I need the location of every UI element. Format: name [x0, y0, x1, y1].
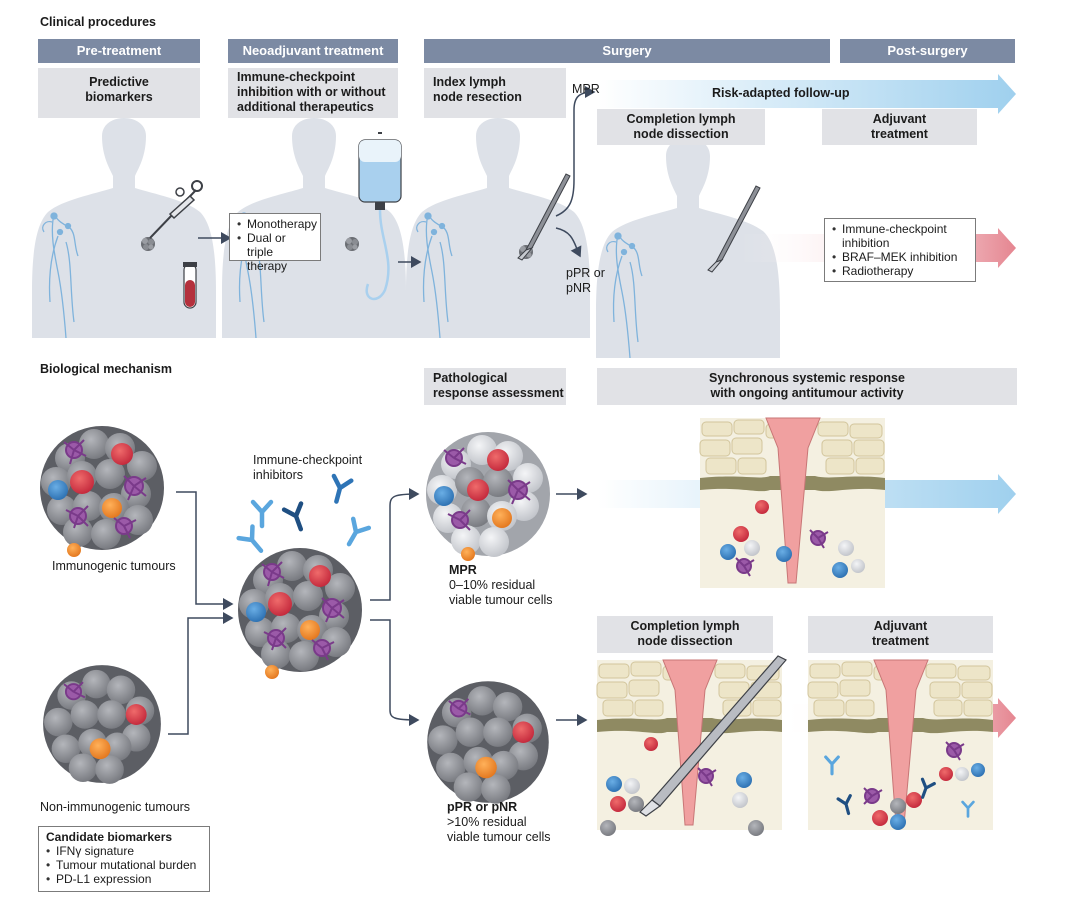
candidate-biomarkers-box: Candidate biomarkers IFNγ signature Tumo… — [38, 826, 210, 892]
blood-tube-icon — [183, 262, 197, 309]
patho-line-1: Pathological — [433, 371, 508, 385]
biomarker-ifng: IFNγ signature — [46, 844, 202, 858]
adjuvant-option-ici: Immune-checkpoint — [832, 222, 968, 236]
label-predictive-biomarkers: Predictive biomarkers — [38, 68, 200, 118]
therapy-option-mono: Monotherapy — [237, 217, 317, 231]
ppr-result-line-1: >10% residual — [447, 815, 527, 829]
immune-cells-adjuvant — [824, 741, 985, 830]
label-mpr-top: MPR — [572, 82, 600, 96]
therapy-option-dual-cont: therapy — [247, 259, 288, 273]
ici-inhibitors-line-2: inhibitors — [253, 468, 304, 482]
completion-top-line-2: node dissection — [633, 127, 729, 141]
label-ppr-top: pPR or pNR — [566, 266, 605, 296]
index-line-2: node resection — [433, 90, 522, 104]
label-ici-inhibitors: Immune-checkpoint inhibitors — [253, 453, 362, 483]
candidate-biomarkers-title: Candidate biomarkers — [46, 830, 173, 844]
sync-line-1: Synchronous systemic response — [709, 371, 905, 385]
label-adjuvant-top: Adjuvant treatment — [822, 109, 977, 145]
completion-bottom-line-1: Completion lymph — [630, 619, 740, 633]
syringe-icon — [149, 180, 203, 239]
mpr-result-line-1: 0–10% residual — [449, 578, 536, 592]
completion-top-line-1: Completion lymph — [626, 112, 736, 126]
label-synchronous-response: Synchronous systemic response with ongoi… — [597, 368, 1017, 405]
ppr-result-title: pPR or pNR — [447, 800, 518, 814]
clinical-section-title: Clinical procedures — [40, 15, 157, 29]
index-line-1: Index lymph — [433, 75, 506, 89]
adjuvant-options-box: Immune-checkpoint inhibition BRAF–MEK in… — [824, 218, 976, 282]
predictive-line-2: biomarkers — [85, 90, 153, 104]
adjuvant-option-ici-cont: inhibition — [842, 236, 890, 250]
label-completion-bottom: Completion lymph node dissection — [597, 616, 773, 653]
ici-line-2: inhibition with or without — [237, 85, 386, 99]
phase-post-surgery: Post-surgery — [840, 39, 1015, 63]
ppr-top-line-1: pPR or — [566, 266, 605, 280]
immune-cells-completion — [600, 737, 764, 836]
label-immune-checkpoint: Immune-checkpoint inhibition with or wit… — [228, 68, 398, 118]
label-non-immunogenic: Non-immunogenic tumours — [40, 800, 191, 814]
patho-line-2: response assessment — [433, 386, 564, 400]
immune-cells-sync — [720, 500, 865, 578]
predictive-line-1: Predictive — [89, 75, 149, 89]
mpr-result-title: MPR — [449, 563, 477, 577]
adjuvant-option-radio: Radiotherapy — [832, 264, 968, 278]
iv-bag-icon — [358, 132, 402, 301]
bio-section-title: Biological mechanism — [40, 362, 172, 376]
label-immunogenic: Immunogenic tumours — [52, 559, 176, 573]
label-adjuvant-bottom: Adjuvant treatment — [808, 616, 993, 653]
therapy-option-dual: Dual or triple — [237, 231, 313, 259]
completion-bottom-line-2: node dissection — [637, 634, 733, 648]
label-pathological-response: Pathological response assessment — [424, 368, 566, 405]
biomarker-pdl1: PD-L1 expression — [46, 872, 202, 886]
label-mpr-result: MPR 0–10% residual viable tumour cells — [449, 563, 553, 608]
ici-line-1: Immune-checkpoint — [237, 70, 356, 84]
label-completion-top: Completion lymph node dissection — [597, 109, 765, 145]
ppr-result-line-2: viable tumour cells — [447, 830, 551, 844]
scalpel-icon — [639, 655, 787, 817]
label-ppr-result: pPR or pNR >10% residual viable tumour c… — [447, 800, 551, 845]
adjuvant-top-line-1: Adjuvant — [872, 112, 927, 126]
label-risk-adapted-follow-up: Risk-adapted follow-up — [712, 86, 850, 100]
ici-line-3: additional therapeutics — [237, 100, 374, 114]
phase-surgery: Surgery — [424, 39, 830, 63]
sync-line-2: with ongoing antitumour activity — [710, 386, 904, 400]
label-index-lymph-node: Index lymph node resection — [424, 68, 566, 118]
adjuvant-option-braf: BRAF–MEK inhibition — [832, 250, 968, 264]
biomarker-tmb: Tumour mutational burden — [46, 858, 202, 872]
ppr-top-line-2: pNR — [566, 281, 592, 295]
phase-neoadjuvant: Neoadjuvant treatment — [228, 39, 398, 63]
adjuvant-top-line-2: treatment — [871, 127, 928, 141]
ici-inhibitors-line-1: Immune-checkpoint — [253, 453, 363, 467]
phase-pre-treatment: Pre-treatment — [38, 39, 200, 63]
adjuvant-bottom-line-1: Adjuvant — [873, 619, 928, 633]
mpr-result-line-2: viable tumour cells — [449, 593, 553, 607]
therapy-options-box: Monotherapy Dual or triple therapy — [229, 213, 321, 273]
adjuvant-bottom-line-2: treatment — [872, 634, 929, 648]
